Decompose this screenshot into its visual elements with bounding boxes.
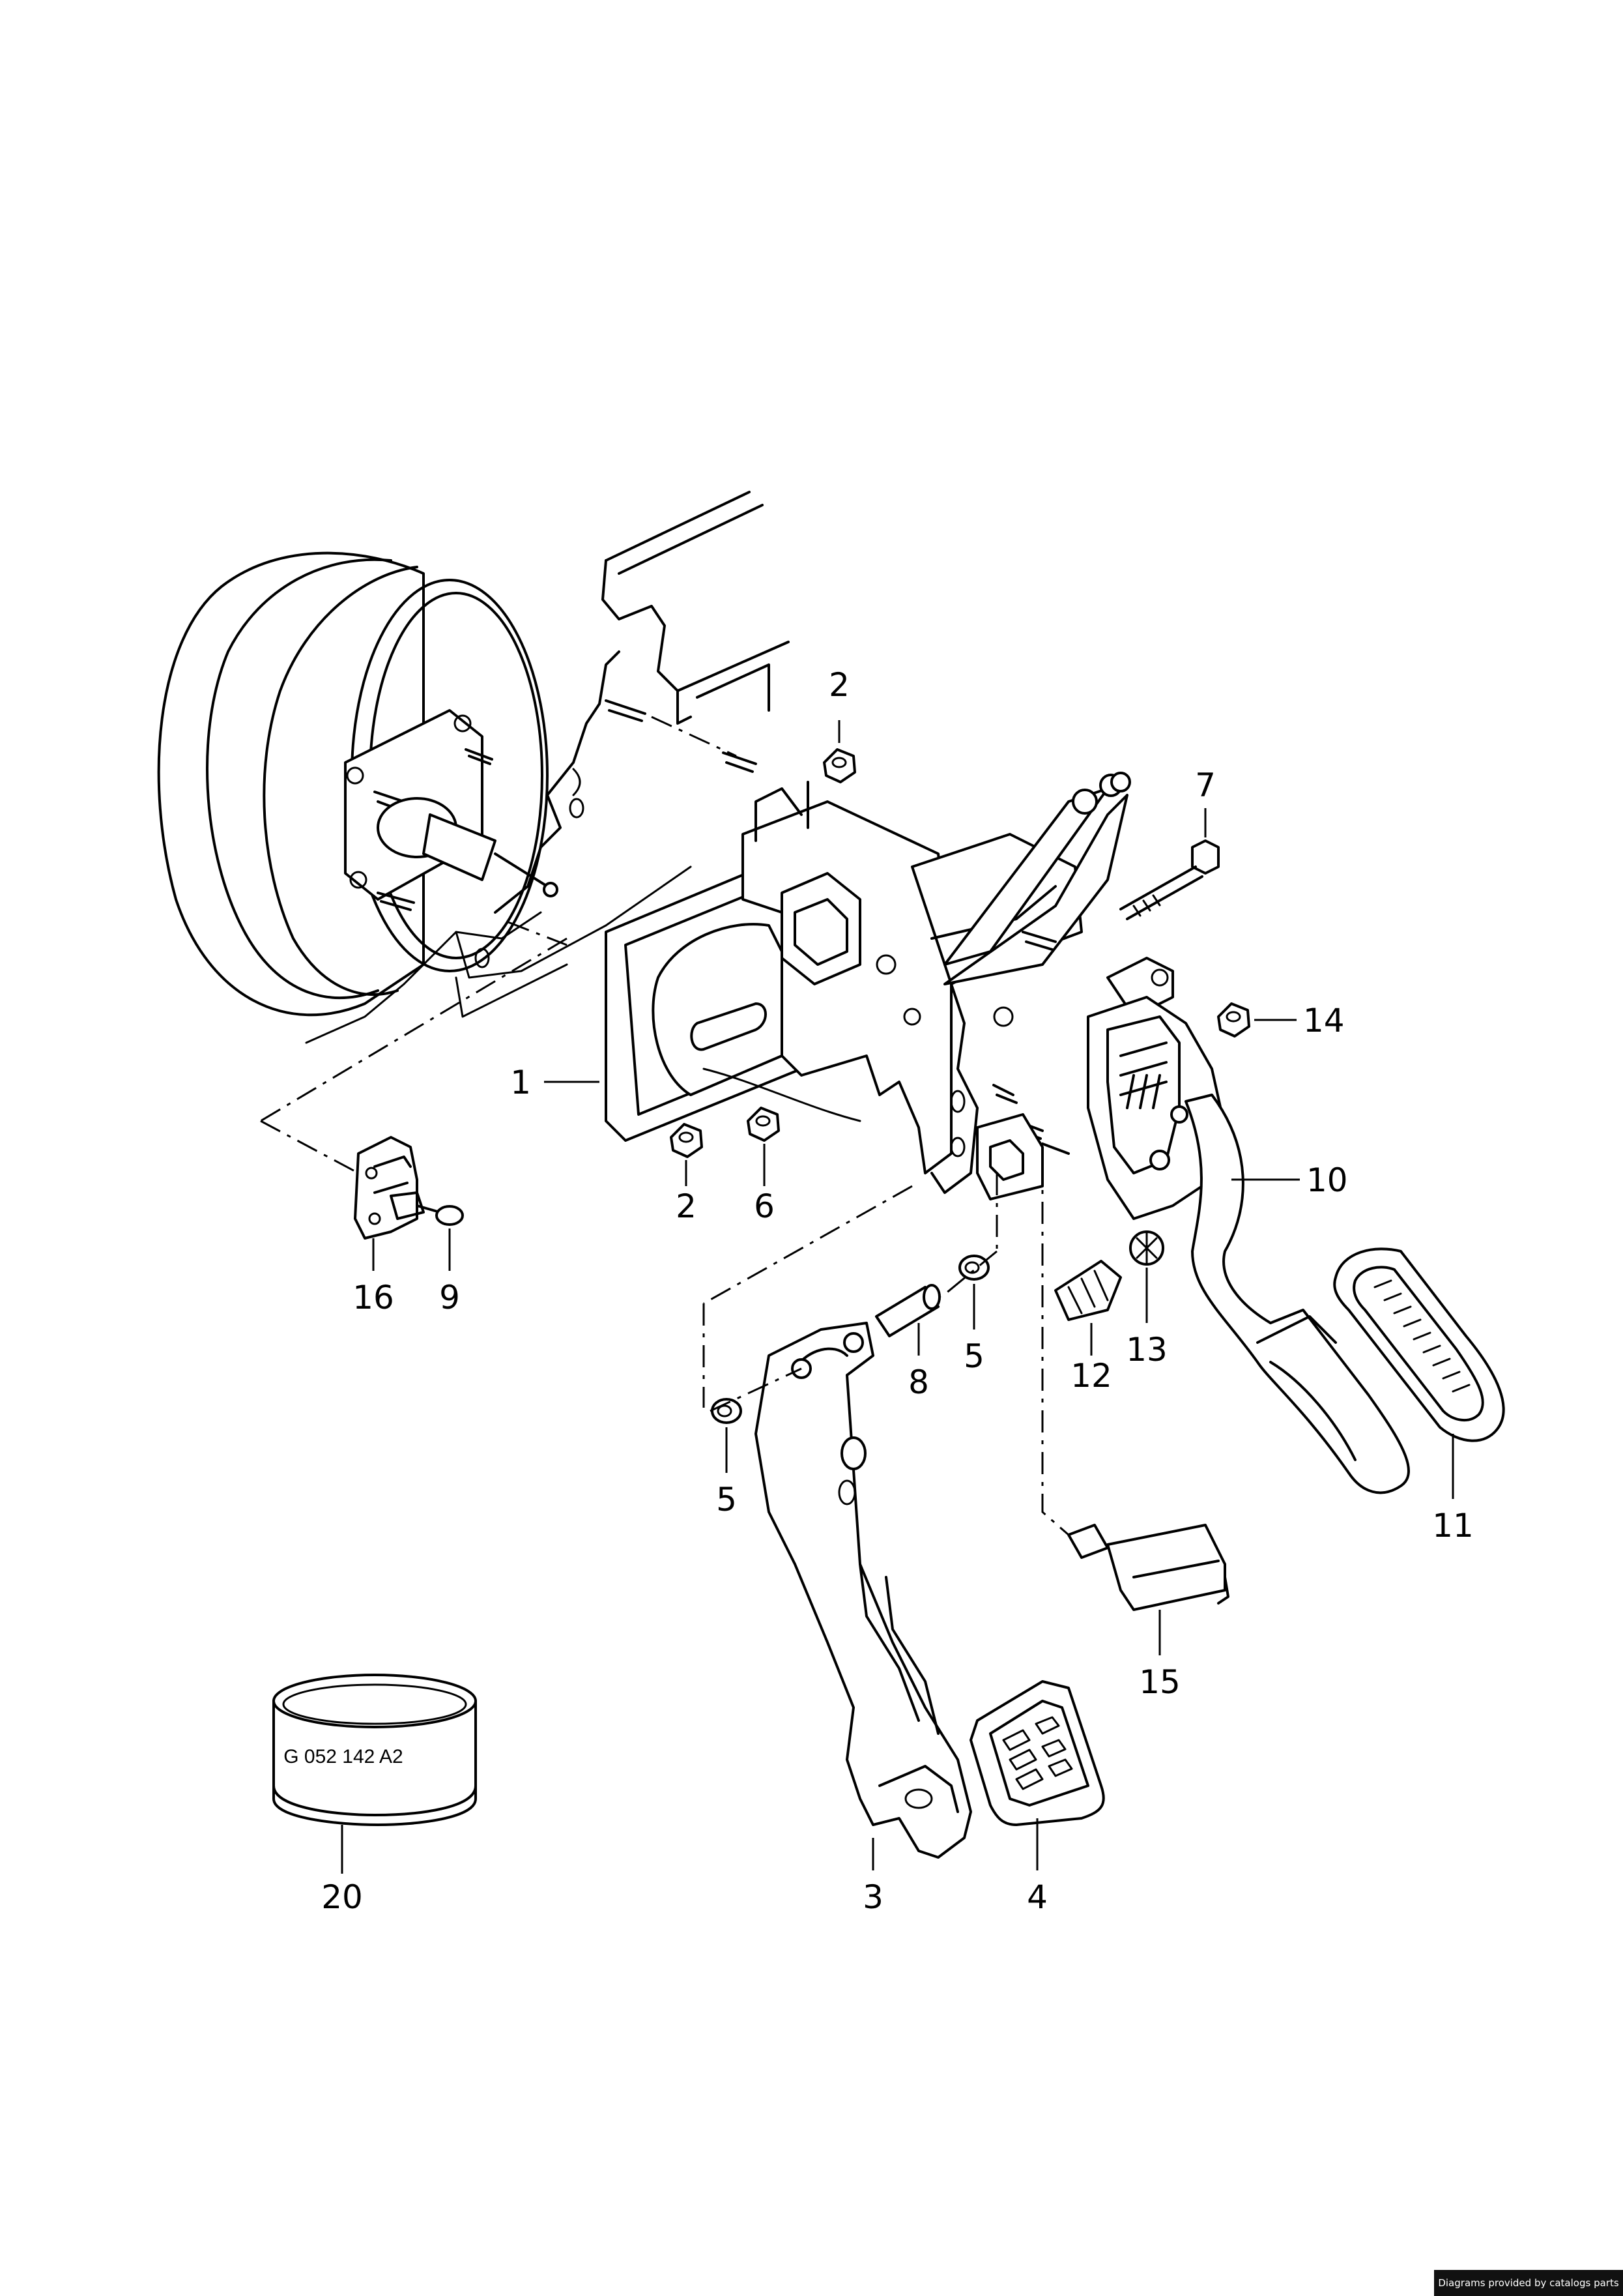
callout-3: 3 xyxy=(863,1878,883,1916)
nut-14 xyxy=(1217,1002,1250,1038)
callout-20: 20 xyxy=(321,1878,363,1916)
leader-lines xyxy=(341,720,1454,1874)
sleeve-8 xyxy=(875,1284,941,1337)
assembly-lines xyxy=(260,716,1069,1536)
callout-4: 4 xyxy=(1027,1878,1048,1916)
callout-5-left: 5 xyxy=(716,1481,737,1519)
accelerator-pad xyxy=(1333,1247,1505,1442)
callout-12: 12 xyxy=(1070,1357,1112,1395)
callout-1: 1 xyxy=(510,1064,531,1101)
accelerator-module xyxy=(1087,957,1410,1494)
callout-5-right: 5 xyxy=(964,1337,984,1375)
tube-20 xyxy=(272,1674,477,1826)
holder-and-cap xyxy=(354,1136,464,1240)
stop-buffer-12 xyxy=(1054,1260,1122,1321)
pedal-bracket xyxy=(605,772,1131,1200)
callout-11: 11 xyxy=(1432,1507,1474,1545)
watermark-badge: Diagrams provided by catalogs parts xyxy=(1434,2270,1623,2296)
callout-2-bottom: 2 xyxy=(676,1187,697,1225)
part-stamp: G 052 142 A2 xyxy=(283,1746,403,1767)
callout-13: 13 xyxy=(1126,1331,1168,1369)
callout-9: 9 xyxy=(439,1279,460,1316)
callout-8: 8 xyxy=(908,1363,929,1401)
callout-10: 10 xyxy=(1306,1161,1348,1199)
bolt-7 xyxy=(1119,839,1220,920)
callout-6: 6 xyxy=(754,1187,775,1225)
callout-2-top: 2 xyxy=(829,666,850,704)
callout-7: 7 xyxy=(1195,766,1216,804)
pedal-pad xyxy=(969,1680,1105,1826)
brake-switch-15 xyxy=(1067,1524,1229,1611)
clip-13 xyxy=(1129,1230,1164,1266)
nut-2-bottom xyxy=(670,1123,703,1158)
callout-14: 14 xyxy=(1303,1002,1345,1039)
nut-6 xyxy=(747,1107,780,1142)
callout-16: 16 xyxy=(352,1279,394,1316)
brake-booster xyxy=(157,551,558,1017)
callout-15: 15 xyxy=(1139,1663,1181,1701)
nut-2-top xyxy=(823,748,856,783)
brake-pedal xyxy=(754,1322,972,1859)
bushing-5-left xyxy=(711,1398,742,1424)
callouts: 1 2 2 3 4 5 5 6 7 8 9 10 11 12 13 14 15 … xyxy=(283,666,1474,1916)
bushing-5-right xyxy=(958,1255,990,1281)
bulkhead-panel xyxy=(305,491,790,1044)
